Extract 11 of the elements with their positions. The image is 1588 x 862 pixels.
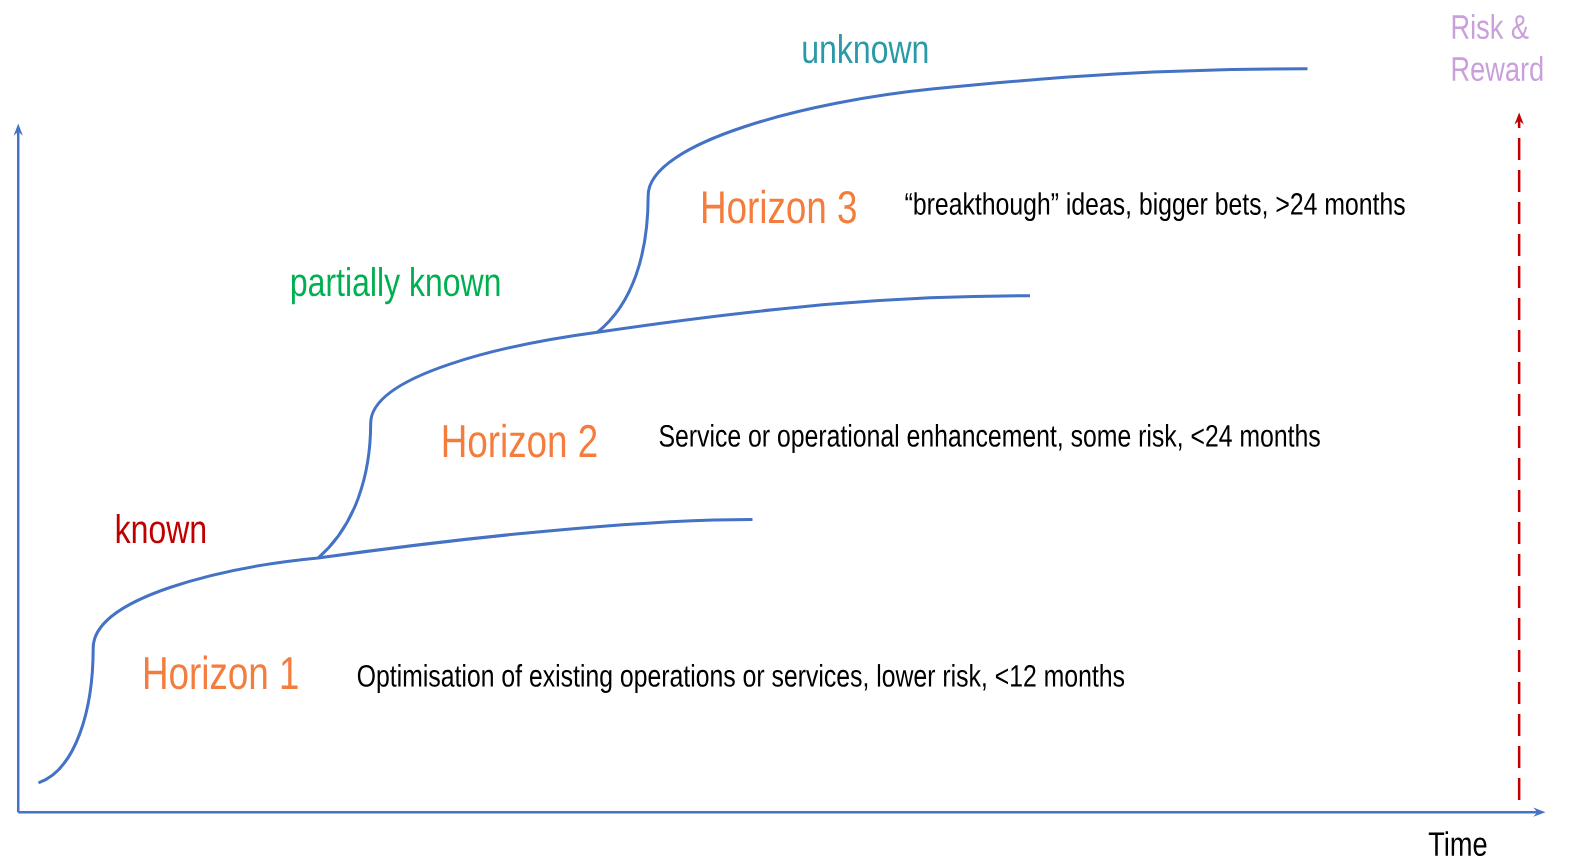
knowledge-label: known xyxy=(116,514,206,544)
knowledge-label: partially known xyxy=(291,267,500,305)
description-text: “breakthough” ideas, bigger bets, >24 months xyxy=(905,192,1405,222)
horizon-label: Horizon 1 xyxy=(145,655,298,690)
horizon-label: Horizon 3 xyxy=(703,189,856,224)
knowledge-label: unknown xyxy=(803,34,928,64)
horizon-label: Horizon 2 xyxy=(443,423,597,458)
axis-label: Risk & Reward xyxy=(1452,14,1543,82)
axis-label: Time xyxy=(1428,831,1487,857)
description-text: Optimisation of existing operations or services, lower risk, <12 months xyxy=(357,664,1125,694)
description-text: Service or operational enhancement, some risk, <24 months xyxy=(659,424,1320,454)
